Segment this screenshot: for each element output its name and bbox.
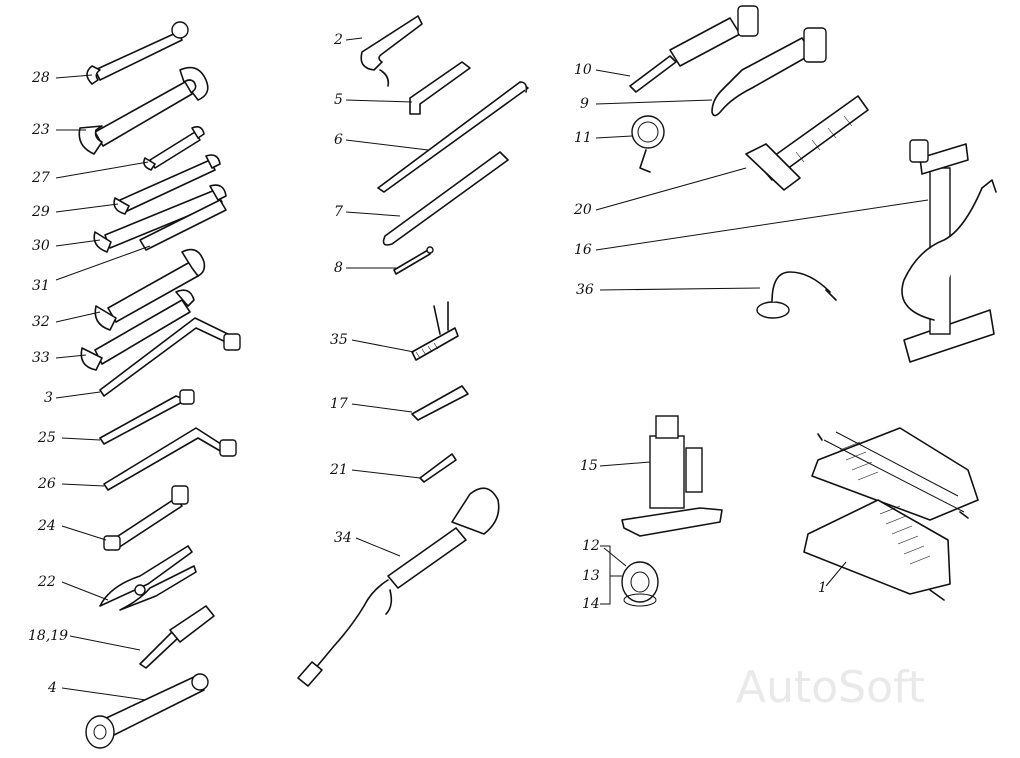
- callout-29: 29: [31, 204, 50, 220]
- watermark: AutoSoft: [736, 662, 925, 713]
- callout-9: 9: [580, 96, 589, 112]
- socket-wrench-24: [103, 485, 189, 551]
- callout-21: 21: [329, 462, 348, 478]
- callout-32: 32: [32, 314, 50, 330]
- callout-23: 23: [31, 122, 50, 138]
- box-wrench-25: [99, 389, 195, 445]
- callout-12: 12: [582, 538, 600, 554]
- callout-31: 31: [32, 278, 50, 294]
- leader-lines: [55, 37, 929, 701]
- wrench-23: [78, 66, 209, 155]
- callout-27: 27: [31, 170, 50, 186]
- grease-gun-9: [711, 27, 827, 117]
- callout-13: 13: [582, 568, 600, 584]
- callout-1: 1: [818, 580, 827, 596]
- callout-26: 26: [37, 476, 56, 492]
- callout-6: 6: [334, 132, 343, 148]
- wrench-31: [139, 199, 227, 251]
- box-wrench-26: [103, 427, 237, 491]
- jack-15: [621, 415, 723, 537]
- tire-pump-16: [901, 139, 997, 363]
- callout-36: 36: [576, 282, 594, 298]
- inspection-lamp-34: [297, 487, 500, 687]
- wheel-wrench-4: [85, 673, 209, 749]
- pliers-22: [99, 545, 197, 611]
- callout-7: 7: [334, 204, 343, 220]
- callout-5: 5: [334, 92, 343, 108]
- callout-15: 15: [580, 458, 598, 474]
- tool-21: [419, 453, 457, 483]
- tire-lever-5: [409, 61, 471, 115]
- callout-25: 25: [37, 430, 56, 446]
- callout-18-19: 18,19: [28, 628, 68, 644]
- callout-34: 34: [334, 530, 352, 546]
- grease-gun-10: [629, 5, 759, 93]
- wrench-33: [80, 289, 195, 371]
- gauge-11: [631, 115, 665, 173]
- wrench-28: [86, 21, 189, 85]
- magnet-36: [756, 271, 837, 319]
- callout-4: 4: [47, 680, 57, 696]
- callout-17: 17: [330, 396, 348, 412]
- screwdriver-1819: [139, 605, 215, 669]
- bushing-12-14: [621, 561, 659, 607]
- tool-17: [411, 385, 469, 421]
- callout-30: 30: [32, 238, 50, 254]
- callout-labels: 28 23 27 29 30 31 32 33 3 25 26 24 22 18…: [28, 32, 827, 696]
- callout-20: 20: [573, 202, 592, 218]
- callout-35: 35: [330, 332, 348, 348]
- hammer-20: [745, 95, 869, 191]
- callout-8: 8: [334, 260, 343, 276]
- callout-11: 11: [574, 130, 592, 146]
- callout-33: 33: [32, 350, 50, 366]
- callout-28: 28: [31, 70, 50, 86]
- callout-22: 22: [37, 574, 56, 590]
- callout-2: 2: [333, 32, 343, 48]
- wrench-29: [113, 154, 221, 215]
- callout-16: 16: [574, 242, 592, 258]
- box-wrench-3: [99, 317, 241, 397]
- tool-bag-1: [803, 427, 979, 601]
- wrench-27: [143, 126, 205, 171]
- tire-lever-7: [382, 151, 509, 246]
- pin-8: [393, 246, 434, 275]
- wrench-32: [94, 248, 206, 331]
- callout-3: 3: [44, 390, 53, 406]
- hook-wrench-2: [360, 15, 423, 87]
- callout-10: 10: [574, 62, 592, 78]
- callout-14: 14: [582, 596, 600, 612]
- callout-24: 24: [37, 518, 56, 534]
- tire-lever-6: [377, 81, 529, 193]
- tool-35: [411, 301, 459, 361]
